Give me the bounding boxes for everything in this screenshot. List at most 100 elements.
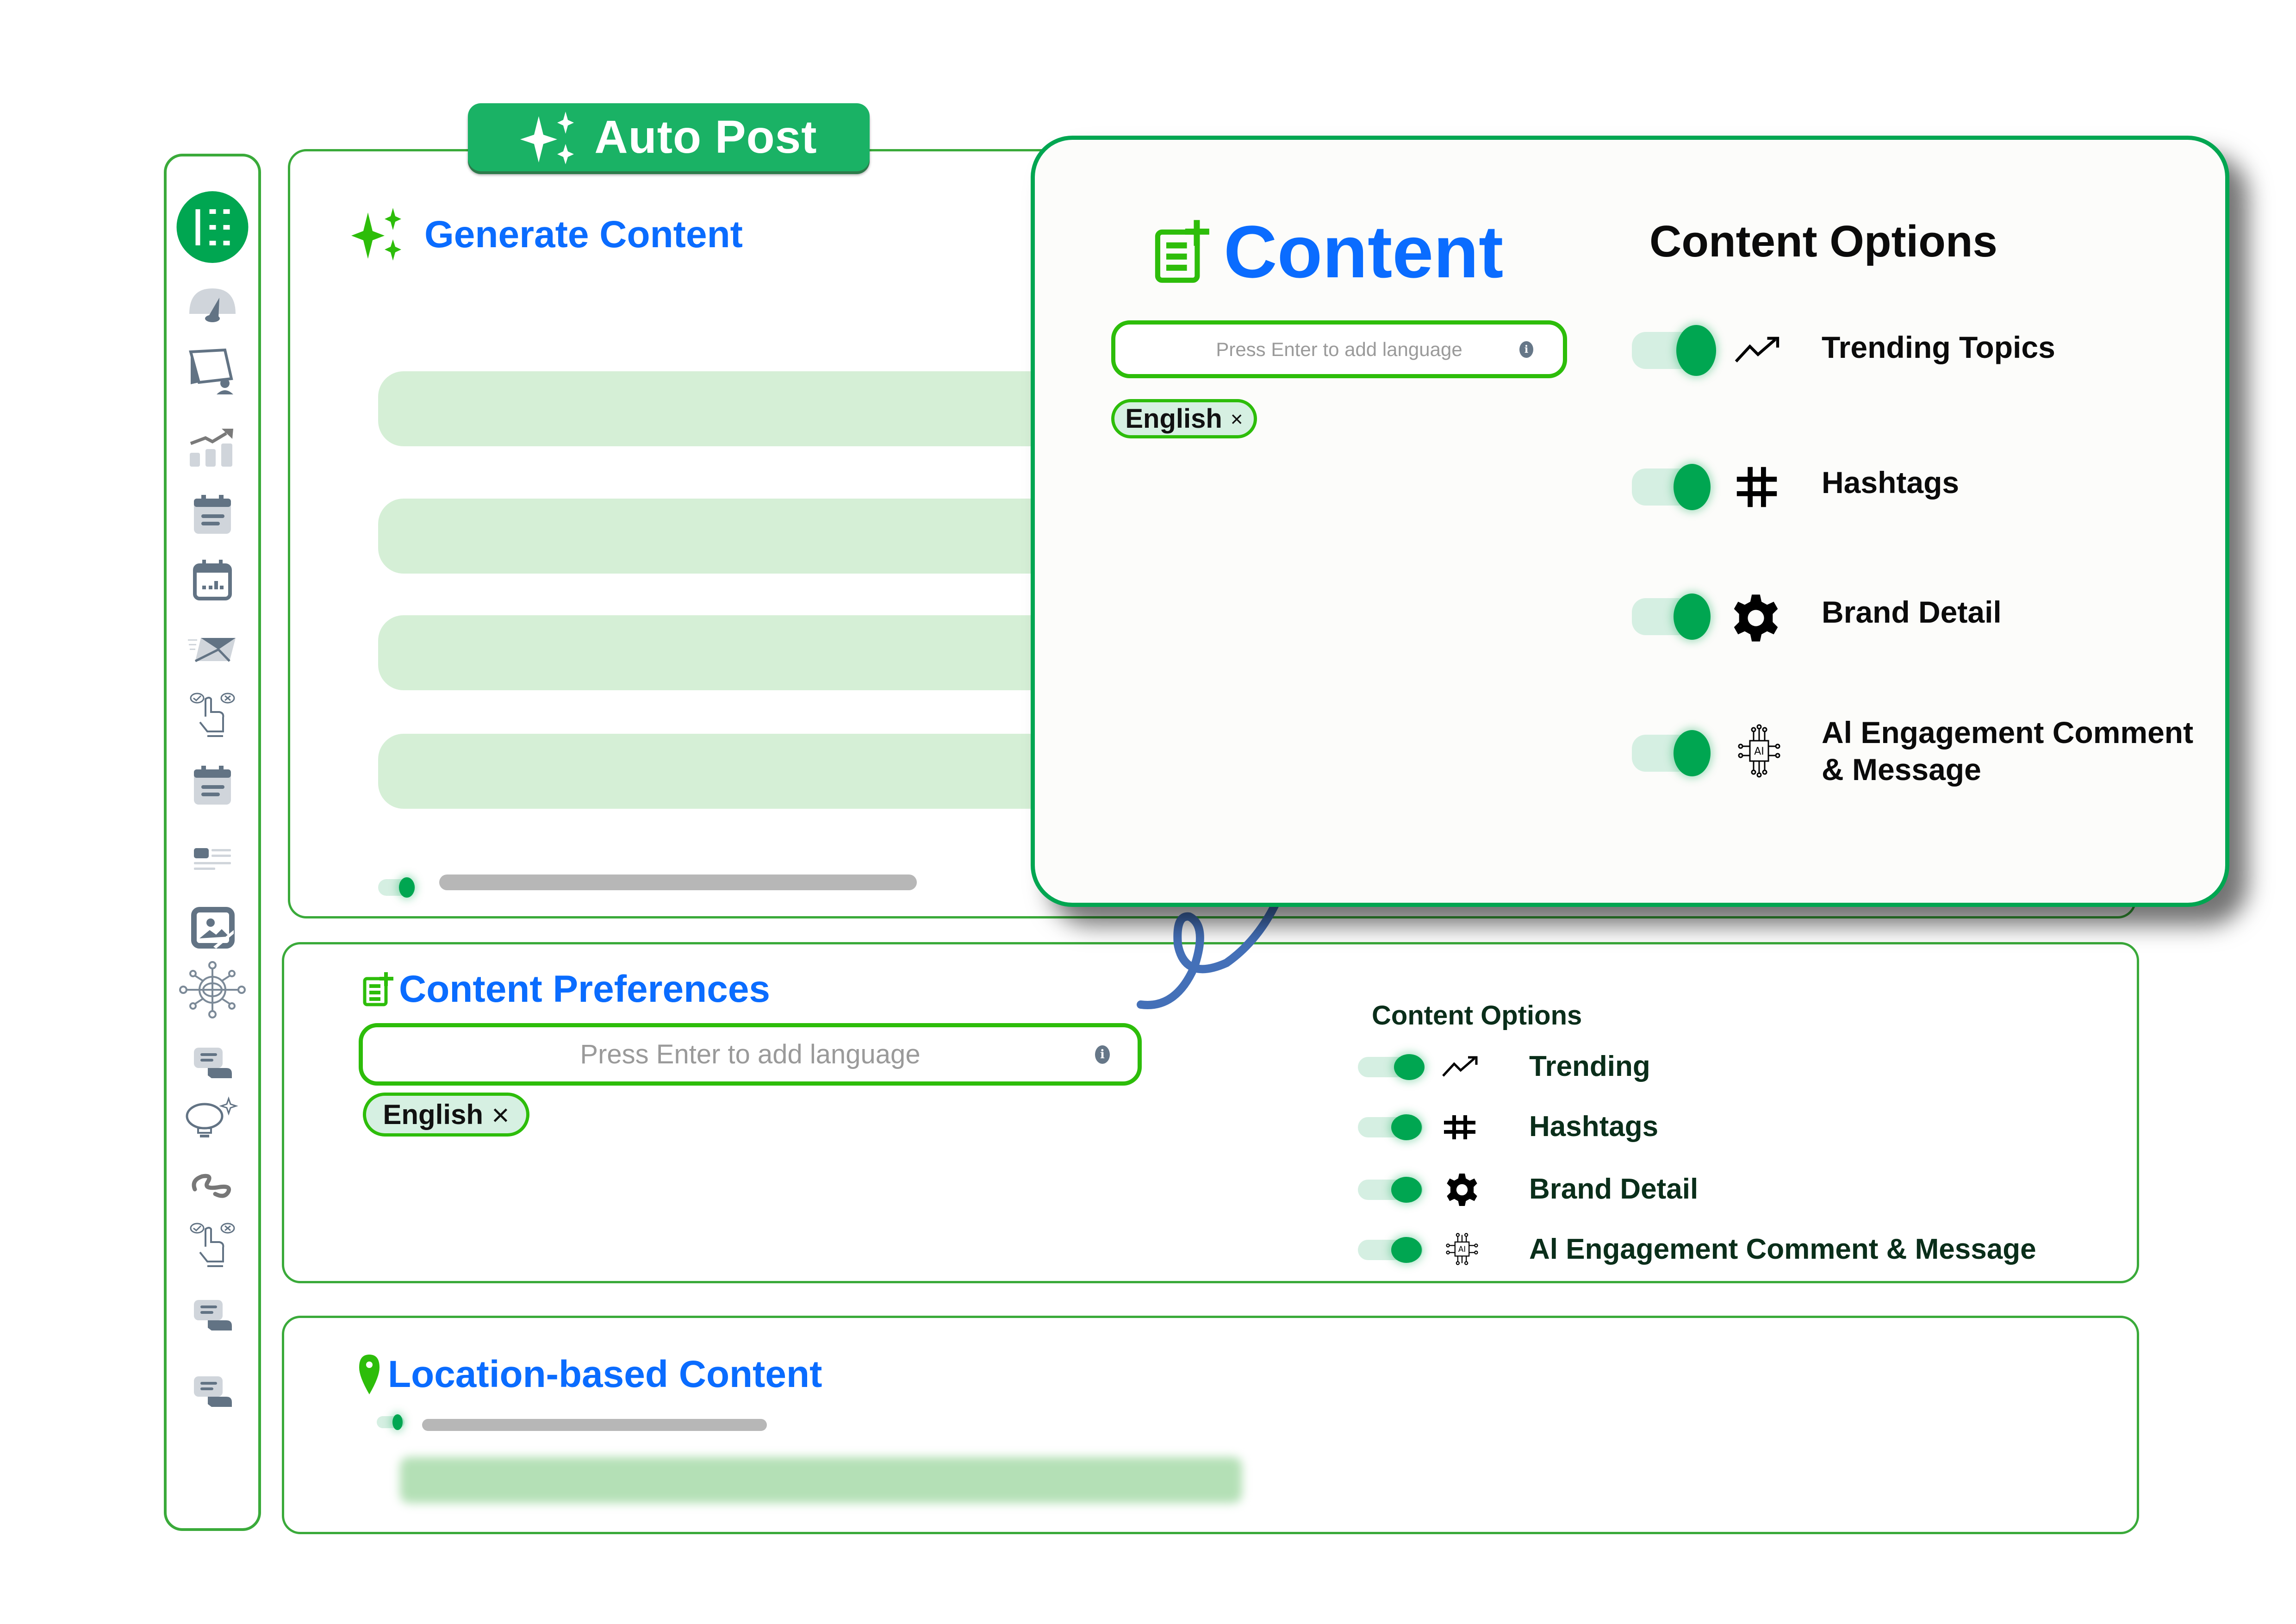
- language-input-placeholder: Press Enter to add language: [580, 1039, 921, 1069]
- skeleton-row: [378, 734, 1072, 809]
- auto-post-badge: Auto Post: [468, 103, 870, 171]
- content-options-title: Content Options: [1372, 1000, 1582, 1031]
- option-label-ai-engagement: Al Engagement Comment & Message: [1529, 1233, 2036, 1265]
- globe-network-icon: [179, 961, 246, 1018]
- sidebar-item-media[interactable]: [187, 902, 238, 953]
- chat-bubbles-icon: [194, 1300, 232, 1330]
- location-content-panel: Location-based Content: [282, 1316, 2139, 1534]
- skeleton-text: [422, 1419, 767, 1431]
- option-label-brand-detail: Brand Detail: [1529, 1173, 1699, 1205]
- sidebar-item-messages[interactable]: [187, 1038, 238, 1089]
- sidebar-item-presentation[interactable]: [187, 346, 238, 397]
- grid-icon: [195, 209, 230, 245]
- info-icon[interactable]: i: [1519, 341, 1533, 358]
- note-add-icon: [363, 972, 393, 1006]
- lightbulb-sparkle-icon: [186, 1096, 238, 1137]
- sidebar-item-email[interactable]: [187, 624, 238, 675]
- sidebar-item-home[interactable]: [176, 191, 249, 263]
- sparkles-icon: [351, 208, 401, 261]
- location-content-header: Location-based Content: [358, 1353, 822, 1396]
- location-toggle[interactable]: [377, 1411, 409, 1434]
- ai-chip-icon: AI: [1444, 1230, 1481, 1268]
- speedometer-icon: [189, 288, 236, 322]
- sidebar-item-workflow[interactable]: [187, 1156, 238, 1207]
- sidebar-item-messages-3[interactable]: [187, 1367, 238, 1418]
- language-chip-english: English ×: [363, 1093, 529, 1137]
- info-icon[interactable]: i: [1095, 1045, 1110, 1064]
- gear-icon: [1729, 591, 1782, 644]
- location-content-title: Location-based Content: [388, 1353, 822, 1395]
- toggle-ai-engagement[interactable]: [1358, 1234, 1432, 1266]
- hand-check-icon: [190, 693, 235, 737]
- popup-option-label-brand-detail: Brand Detail: [1822, 595, 2002, 629]
- skeleton-row: [378, 499, 1072, 574]
- sidebar-item-approvals-2[interactable]: [187, 1219, 238, 1270]
- sidebar-item-messages-2[interactable]: [187, 1291, 238, 1342]
- sidebar-item-network[interactable]: [178, 961, 247, 1018]
- calendar-stats-icon: [193, 560, 232, 600]
- hashtag-icon: [1734, 464, 1780, 510]
- calendar-notes-icon: [194, 495, 231, 534]
- path-icon: [192, 1174, 231, 1198]
- sidebar-item-calendar-notes-2[interactable]: [187, 761, 238, 812]
- chip-label: English: [383, 1099, 484, 1130]
- sidebar: [164, 154, 261, 1531]
- list-card-icon: [194, 848, 231, 870]
- popup-language-input[interactable]: Press Enter to add language i: [1111, 320, 1567, 378]
- content-preferences-title: Content Preferences: [399, 968, 771, 1010]
- generate-content-header: Generate Content: [350, 207, 743, 262]
- sidebar-item-posts-list[interactable]: [187, 835, 238, 886]
- popup-language-input-placeholder: Press Enter to add language: [1216, 338, 1462, 360]
- popup-toggle-ai-engagement[interactable]: [1632, 730, 1715, 776]
- popup-option-label-trending: Trending Topics: [1822, 330, 2055, 364]
- hand-check-icon: [190, 1223, 235, 1267]
- gear-icon: [1441, 1171, 1483, 1208]
- fast-mail-icon: [188, 638, 236, 662]
- trending-up-icon: [1734, 330, 1780, 371]
- toggle-hashtags[interactable]: [1358, 1111, 1432, 1143]
- option-label-hashtags: Hashtags: [1529, 1111, 1659, 1143]
- skeleton-location-row: [400, 1457, 1242, 1503]
- popup-option-label-hashtags: Hashtags: [1822, 465, 1960, 500]
- content-popup: Content Press Enter to add language i En…: [1031, 136, 2229, 907]
- sidebar-item-analytics[interactable]: [187, 420, 238, 471]
- popup-toggle-trending[interactable]: [1632, 325, 1716, 376]
- auto-post-label: Auto Post: [594, 111, 817, 163]
- sidebar-item-ideas[interactable]: [182, 1094, 243, 1145]
- skeleton-row: [378, 371, 1072, 446]
- presentation-user-icon: [189, 348, 233, 394]
- popup-language-chip-english: English ×: [1111, 399, 1257, 438]
- popup-toggle-hashtags[interactable]: [1632, 464, 1715, 510]
- skeleton-text: [439, 874, 917, 890]
- popup-option-label-ai-engagement: Al Engagement Comment & Message: [1822, 714, 2193, 788]
- note-add-icon: [1155, 220, 1209, 283]
- chip-remove-icon[interactable]: ×: [492, 1097, 510, 1132]
- popup-header: Content: [1154, 209, 1503, 294]
- sparkles-icon: [520, 111, 574, 164]
- sidebar-item-approvals[interactable]: [187, 689, 238, 740]
- sidebar-item-calendar-notes[interactable]: [187, 490, 238, 541]
- chat-bubbles-icon: [194, 1376, 232, 1407]
- chip-remove-icon[interactable]: ×: [1230, 406, 1243, 431]
- popup-title: Content: [1224, 210, 1504, 293]
- popup-toggle-brand-detail[interactable]: [1632, 593, 1715, 640]
- image-icon: [191, 907, 235, 949]
- calendar-notes-icon: [194, 766, 231, 805]
- skeleton-row: [378, 615, 1072, 690]
- ai-chip-icon: AI: [1734, 718, 1785, 783]
- option-label-trending: Trending: [1529, 1050, 1650, 1082]
- chat-bubbles-icon: [194, 1048, 232, 1078]
- generate-content-title: Generate Content: [424, 213, 743, 256]
- map-pin-icon: [359, 1355, 380, 1394]
- generate-toggle[interactable]: [378, 874, 420, 901]
- svg-text:AI: AI: [1754, 746, 1764, 757]
- content-preferences-header: Content Preferences: [363, 968, 770, 1011]
- hashtag-icon: [1441, 1111, 1478, 1143]
- language-input[interactable]: Press Enter to add language i: [359, 1023, 1142, 1086]
- toggle-trending[interactable]: [1358, 1051, 1432, 1083]
- content-preferences-panel: Content Preferences Press Enter to add l…: [282, 942, 2139, 1283]
- sidebar-item-dashboard[interactable]: [187, 277, 238, 328]
- sidebar-item-calendar-stats[interactable]: [187, 555, 238, 606]
- trending-up-icon: [1441, 1053, 1478, 1081]
- toggle-brand-detail[interactable]: [1358, 1174, 1432, 1206]
